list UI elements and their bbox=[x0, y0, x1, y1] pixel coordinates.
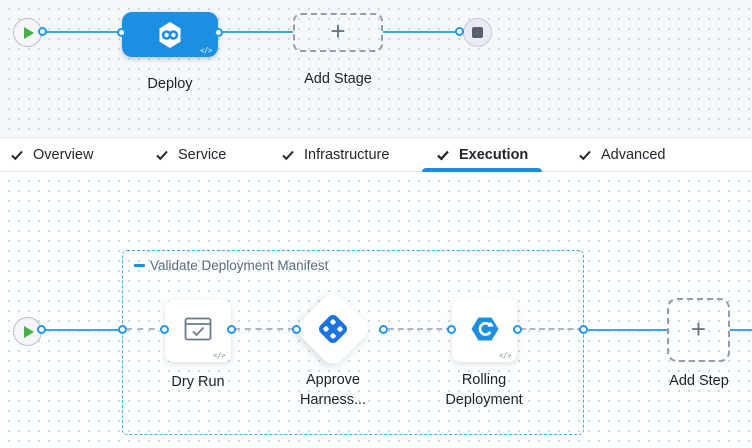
tab-label: Overview bbox=[33, 147, 94, 163]
connector-dot bbox=[117, 28, 126, 37]
plus-icon: + bbox=[690, 313, 707, 344]
tab-execution[interactable]: Execution bbox=[436, 138, 528, 172]
connector-line bbox=[40, 329, 123, 331]
plus-icon: + bbox=[330, 16, 346, 46]
connector-line bbox=[218, 31, 293, 33]
rolling-deployment-icon bbox=[471, 317, 498, 340]
step-name-label: Approve Harness... bbox=[299, 372, 367, 408]
pipeline-start-node bbox=[13, 18, 42, 47]
active-tab-underline bbox=[422, 168, 542, 172]
connector-dot bbox=[513, 325, 522, 334]
step-group-title: Validate Deployment Manifest bbox=[150, 258, 329, 273]
stage-name-label: Deploy bbox=[147, 76, 193, 92]
step-dry-run[interactable]: </> bbox=[160, 300, 236, 362]
check-icon bbox=[437, 150, 449, 161]
connector-line bbox=[730, 329, 752, 331]
collapse-group-icon[interactable] bbox=[134, 264, 145, 267]
dashed-connector bbox=[126, 328, 166, 330]
add-step-label: Add Step bbox=[669, 373, 729, 389]
dashed-connector bbox=[234, 328, 294, 330]
approval-icon bbox=[319, 315, 347, 343]
execution-graph-canvas: Validate Deployment Manifest </> Dry Run bbox=[0, 172, 752, 448]
check-icon bbox=[11, 150, 23, 161]
connector-dot bbox=[37, 325, 46, 334]
yaml-code-icon: </> bbox=[212, 351, 226, 360]
connector-dot bbox=[214, 28, 223, 37]
play-icon bbox=[24, 26, 34, 39]
tab-advanced[interactable]: Advanced bbox=[578, 138, 666, 172]
tab-service[interactable]: Service bbox=[155, 138, 226, 172]
yaml-code-icon: </> bbox=[498, 351, 512, 360]
check-icon bbox=[156, 150, 168, 161]
step-rolling-deployment[interactable]: </> bbox=[447, 299, 522, 362]
yaml-code-icon: </> bbox=[199, 46, 213, 55]
check-icon bbox=[579, 150, 591, 161]
tab-overview[interactable]: Overview bbox=[10, 138, 93, 172]
stage-graph-canvas: </> Deploy + Add Stage bbox=[0, 0, 752, 137]
group-edge-dot bbox=[579, 325, 588, 334]
group-edge-dot bbox=[118, 325, 127, 334]
add-step-button[interactable]: + bbox=[667, 298, 730, 362]
connector-line bbox=[383, 31, 460, 33]
dashed-connector bbox=[520, 328, 583, 330]
connector-line bbox=[588, 329, 667, 331]
pipeline-end-node bbox=[463, 18, 492, 47]
play-icon bbox=[24, 325, 34, 338]
step-group-validate-deployment-manifest: Validate Deployment Manifest bbox=[122, 250, 584, 435]
step-name-label: Rolling Deployment bbox=[445, 372, 523, 408]
add-stage-label: Add Stage bbox=[304, 71, 372, 87]
tab-label: Execution bbox=[459, 147, 529, 163]
approval-icon-holder[interactable] bbox=[313, 309, 353, 349]
connector-dot bbox=[160, 325, 169, 334]
deploy-stage-node[interactable]: </> bbox=[117, 12, 223, 57]
add-stage-button[interactable]: + bbox=[293, 13, 383, 52]
stage-config-tabbar: Overview Service Infrastructure Executio… bbox=[0, 137, 752, 172]
connector-line bbox=[42, 31, 122, 33]
connector-dot bbox=[455, 27, 464, 36]
stop-icon bbox=[472, 27, 483, 38]
tab-infrastructure[interactable]: Infrastructure bbox=[281, 138, 389, 172]
tab-label: Advanced bbox=[601, 147, 666, 163]
dashed-connector bbox=[388, 328, 452, 330]
step-group-header: Validate Deployment Manifest bbox=[134, 258, 328, 273]
connector-dot bbox=[38, 27, 47, 36]
connector-dot bbox=[292, 325, 301, 334]
connector-dot bbox=[447, 325, 456, 334]
connector-dot bbox=[227, 325, 236, 334]
harness-cd-hexagon-icon bbox=[159, 21, 181, 48]
step-name-label: Dry Run bbox=[171, 374, 225, 390]
connector-dot bbox=[379, 325, 388, 334]
tab-label: Service bbox=[178, 147, 227, 163]
dry-run-icon bbox=[184, 317, 212, 341]
tab-label: Infrastructure bbox=[304, 147, 390, 163]
check-icon bbox=[282, 150, 294, 161]
